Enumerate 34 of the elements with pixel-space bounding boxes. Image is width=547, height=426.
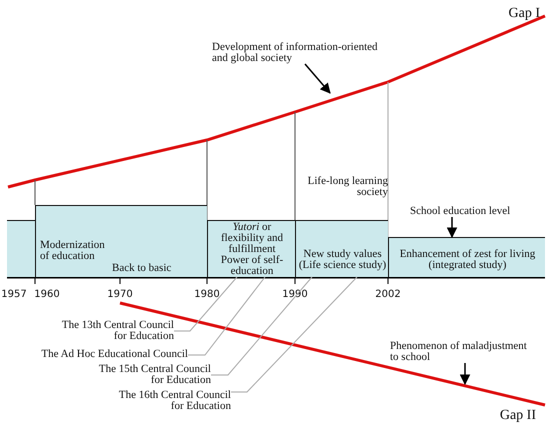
gap-label: Gap I xyxy=(508,6,540,21)
period-text: Yutori or flexibility and fulfillment xyxy=(220,222,284,255)
arrow xyxy=(304,64,331,94)
period-band xyxy=(7,220,35,277)
year-label: 1957 xyxy=(0,289,28,300)
annotation-text: The 15th Central Council for Education xyxy=(92,364,211,386)
period-heading: Life-long learning society xyxy=(306,176,388,198)
period-text: New study values (Life science study) xyxy=(298,249,388,271)
year-label: 1970 xyxy=(106,289,134,300)
period-band xyxy=(388,237,545,277)
leader-line xyxy=(210,276,312,376)
period-band xyxy=(35,205,207,277)
period-text: Back to basic xyxy=(112,263,172,274)
arrow xyxy=(446,217,458,238)
period-text: Enhancement of zest for living (integrated study) xyxy=(398,249,536,271)
gap-label: Gap II xyxy=(498,408,536,423)
annotation-text: Development of information-oriented and global society xyxy=(212,42,390,64)
leader-line xyxy=(230,276,358,392)
period-band xyxy=(295,220,388,277)
period-text: Modernization of education xyxy=(40,240,106,262)
year-label: 2002 xyxy=(374,289,402,300)
annotation-text: School education level xyxy=(410,206,530,217)
annotation-text: The Ad Hoc Educational Council xyxy=(20,349,188,360)
year-label: 1990 xyxy=(281,289,309,300)
period-band xyxy=(207,220,295,277)
annotation-text: Phenomenon of maladjustment to school xyxy=(390,341,530,363)
year-label: 1960 xyxy=(33,289,61,300)
leader-line xyxy=(174,276,238,332)
period-text: Power of self-education xyxy=(220,255,284,277)
annotation-text: The 13th Central Council for Education xyxy=(55,320,174,342)
leader-line xyxy=(188,276,266,356)
arrow xyxy=(460,363,470,386)
year-label: 1980 xyxy=(193,289,221,300)
annotation-text: The 16th Central Council for Education xyxy=(112,390,231,412)
